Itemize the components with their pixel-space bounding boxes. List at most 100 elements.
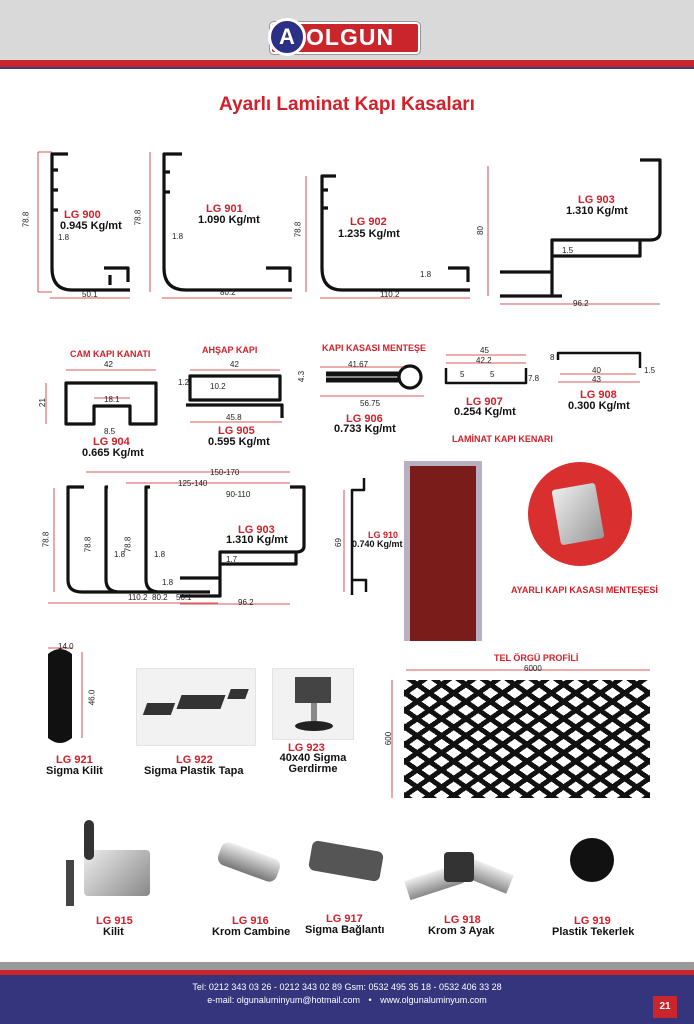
lg919-code: LG 919: [574, 915, 611, 927]
lg906-len1: 41.67: [348, 360, 369, 369]
lg915-name: Kilit: [103, 926, 124, 938]
combo-code: LG 903: [238, 524, 275, 536]
combo-bottom3: 50.1: [176, 593, 192, 602]
lg910-code: LG 910: [368, 530, 399, 540]
combo-thick3: 1.7: [226, 555, 238, 564]
lg900-weight: 0.945 Kg/mt: [60, 220, 122, 232]
lg907-height: 7.8: [528, 374, 540, 383]
combo-bottom2: 80.2: [152, 593, 168, 602]
lg910-weight: 0.740 Kg/mt: [352, 539, 403, 549]
footer-contact: Tel: 0212 343 03 26 - 0212 343 02 89 Gsm…: [192, 982, 502, 992]
lg923-photo: [272, 668, 354, 740]
tel-orgu-mesh: [404, 680, 650, 798]
lg923-name: 40x40 Sigma Gerdirme: [279, 752, 347, 775]
door-photo: [404, 461, 482, 641]
lg922-photo: [136, 668, 256, 746]
lg906-height: 4.3: [297, 370, 307, 383]
lg916-code: LG 916: [232, 915, 269, 927]
lg907-s1: 5: [460, 370, 465, 379]
lg915-photo: [58, 820, 158, 912]
lg915-code: LG 915: [96, 915, 133, 927]
lg908-w1: 40: [592, 366, 601, 375]
footer-website[interactable]: www.olgunaluminyum.com: [380, 995, 487, 1005]
lg907-w2: 42.2: [476, 356, 492, 365]
hinge-label: AYARLI KAPI KASASI MENTEŞESİ: [511, 585, 658, 595]
footer-red-line: [0, 970, 694, 975]
lg904-height: 21: [37, 398, 47, 407]
lg906-len2: 56.75: [360, 399, 381, 408]
section-tel-orgu-profili: TEL ÖRGÜ PROFİLİ: [494, 653, 579, 663]
lg904-weight: 0.665 Kg/mt: [82, 447, 144, 459]
combo-weight: 1.310 Kg/mt: [226, 534, 288, 546]
section-kapi-kasasi-mentese: KAPI KASASI MENTEŞE: [322, 343, 427, 353]
lg908-height: 8: [550, 353, 555, 362]
logo-text: OLGUN: [306, 24, 395, 50]
lg905-bottom: 45.8: [226, 413, 242, 422]
lg903-height: 80: [475, 226, 485, 235]
lg903-width: 96.2: [573, 299, 589, 308]
lg902-weight: 1.235 Kg/mt: [338, 228, 400, 240]
lg905-thick: 1.2: [178, 378, 190, 387]
lg902-code: LG 902: [350, 216, 387, 228]
lg902-thick: 1.8: [420, 270, 432, 279]
page-title: Ayarlı Laminat Kapı Kasaları: [219, 94, 475, 115]
combo-thick4: 1.8: [162, 578, 174, 587]
footer-web-row: e-mail: olgunaluminyum@hotmail.com • www…: [0, 995, 694, 1005]
lg900-thick: 1.8: [58, 233, 70, 242]
tel-height: 600: [384, 731, 394, 746]
lg906-code: LG 906: [346, 413, 383, 425]
lg907-w1: 45: [480, 346, 489, 355]
lg901-height: 78.8: [133, 209, 143, 226]
section-ahsap-kapi: AHŞAP KAPI: [202, 345, 258, 355]
hinge-icon: [551, 482, 605, 546]
lg917-code: LG 917: [326, 913, 363, 925]
combo-thick1: 1.8: [114, 550, 126, 559]
lg901-code: LG 901: [206, 203, 243, 215]
tel-width: 6000: [524, 664, 542, 673]
lg921-width: 14.0: [58, 642, 74, 651]
combo-range3: 90-110: [226, 490, 251, 499]
lg919-photo: [570, 838, 614, 882]
combo-bottom1: 110.2: [128, 593, 148, 602]
combo-range1: 150-170: [210, 468, 240, 477]
lg901-weight: 1.090 Kg/mt: [198, 214, 260, 226]
lg905-inner: 10.2: [210, 382, 226, 391]
lg910-height: 69: [333, 538, 343, 547]
lg922-code: LG 922: [176, 754, 213, 766]
lg918-code: LG 918: [444, 914, 481, 926]
lg908-w2: 43: [592, 375, 601, 384]
lg900-height: 78.8: [21, 211, 31, 228]
lg923-code: LG 923: [288, 742, 325, 754]
lg908-thick: 1.5: [644, 366, 656, 375]
combo-thick2: 1.8: [154, 550, 166, 559]
combo-bottom4: 96.2: [238, 598, 254, 607]
footer-email[interactable]: e-mail: olgunaluminyum@hotmail.com: [207, 995, 360, 1005]
lg919-name: Plastik Tekerlek: [552, 926, 635, 938]
lg921-height: 46.0: [87, 689, 97, 706]
lg905-code: LG 905: [218, 425, 255, 437]
lg900-code: LG 900: [64, 209, 101, 221]
lg904-slot: 8.5: [104, 427, 116, 436]
lg917-name: Sigma Bağlantı: [305, 924, 385, 936]
lg900-width: 50.1: [82, 290, 98, 299]
lg906-weight: 0.733 Kg/mt: [334, 423, 396, 435]
lg904-inner: 18.1: [104, 395, 120, 404]
combo-height1: 78.8: [41, 531, 51, 548]
section-laminat-kapi-kenari: LAMİNAT KAPI KENARI: [452, 434, 553, 444]
footer-separator: •: [368, 995, 372, 1005]
lg902-width: 110.2: [380, 290, 400, 299]
lg921-code: LG 921: [56, 754, 93, 766]
page-number: 21: [653, 996, 677, 1018]
lg903-thick: 1.5: [562, 246, 574, 255]
lg907-weight: 0.254 Kg/mt: [454, 406, 516, 418]
lg907-s2: 5: [490, 370, 495, 379]
lg918-name: Krom 3 Ayak: [428, 925, 495, 937]
footer-gray-band: [0, 962, 694, 970]
lg918-photo: [400, 842, 520, 922]
lg905-width: 42: [230, 360, 239, 369]
lg904-width: 42: [104, 360, 113, 369]
door-panel: [410, 466, 476, 641]
lg921-name: Sigma Kilit: [46, 765, 103, 777]
lg908-weight: 0.300 Kg/mt: [568, 400, 630, 412]
